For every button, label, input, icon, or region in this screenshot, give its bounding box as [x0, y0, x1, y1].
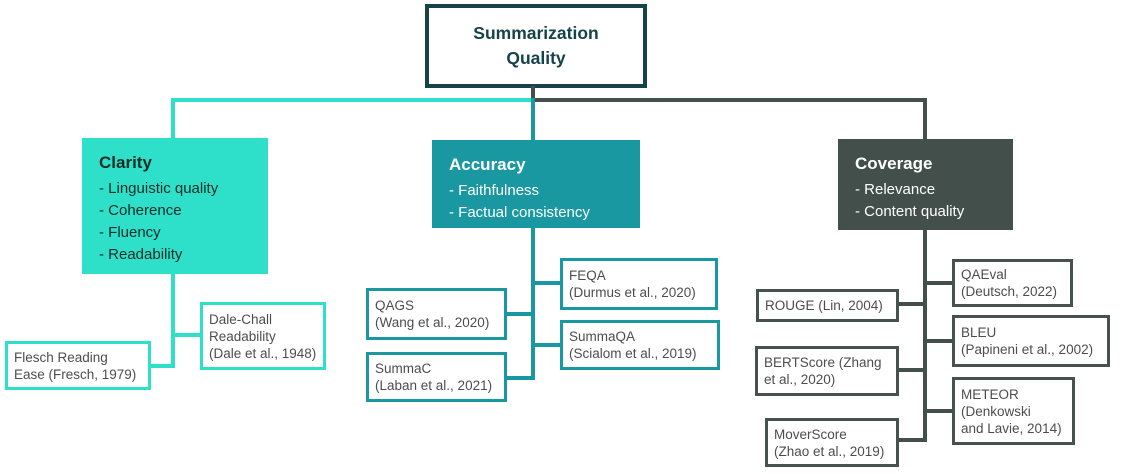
- branch-accuracy-title: Accuracy: [449, 155, 526, 174]
- connector-bertscore: [899, 368, 925, 372]
- connector-coverage-children-trunk: [923, 230, 927, 442]
- branch-coverage-title: Coverage: [855, 154, 933, 173]
- branch-accuracy-bullet: - Faithfulness: [449, 182, 540, 199]
- connector-horizontal-left: [171, 98, 535, 102]
- branch-clarity-bullet: - Linguistic quality: [99, 180, 219, 197]
- connector-summaqa: [531, 343, 562, 347]
- leaf-feqa: FEQA (Durmus et al., 2020): [560, 258, 718, 310]
- connector-feqa: [531, 281, 562, 285]
- connector-summac: [507, 376, 533, 380]
- leaf-summaqa: SummaQA (Scialom et al., 2019): [560, 320, 720, 370]
- leaf-summac: SummaC (Laban et al., 2021): [366, 352, 507, 402]
- leaf-moverscore: MoverScore (Zhao et al., 2019): [765, 418, 899, 467]
- connector-horizontal-right: [531, 98, 927, 102]
- connector-meteor: [923, 409, 954, 413]
- connector-clarity-children-trunk: [171, 274, 175, 368]
- leaf-qags: QAGS (Wang et al., 2020): [366, 288, 507, 340]
- connector-rouge: [899, 302, 925, 306]
- leaf-qaeval: QAEval (Deutsch, 2022): [952, 259, 1073, 307]
- connector-accuracy-children-trunk: [531, 228, 535, 380]
- connector-coverage-drop: [923, 98, 927, 141]
- connector-clarity-drop: [171, 98, 175, 140]
- connector-qags: [507, 312, 533, 316]
- leaf-dale-chall-readability: Dale-Chall Readability (Dale et al., 194…: [200, 302, 326, 370]
- leaf-bleu: BLEU (Papineni et al., 2002): [952, 315, 1110, 367]
- branch-coverage-box: Coverage - Relevance - Content quality: [838, 139, 1013, 230]
- connector-qaeval: [923, 281, 954, 285]
- branch-clarity-title: Clarity: [99, 153, 152, 172]
- connector-accuracy-drop: [531, 98, 535, 142]
- leaf-meteor: METEOR (Denkowski and Lavie, 2014): [952, 377, 1075, 445]
- branch-clarity-bullet: - Fluency: [99, 224, 161, 241]
- branch-clarity-bullet: - Coherence: [99, 202, 182, 219]
- root-node-summarization-quality: Summarization Quality: [425, 4, 647, 88]
- branch-coverage-bullet: - Relevance: [855, 181, 936, 198]
- branch-clarity-bullet: - Readability: [99, 246, 183, 263]
- connector-bleu: [923, 339, 954, 343]
- branch-accuracy-box: Accuracy - Faithfulness - Factual consis…: [432, 140, 640, 228]
- leaf-flesch-reading-ease: Flesch Reading Ease (Fresch, 1979): [5, 341, 151, 390]
- branch-coverage-bullet: - Content quality: [855, 203, 965, 220]
- connector-dale-chall: [173, 333, 202, 337]
- leaf-rouge: ROUGE (Lin, 2004): [756, 289, 899, 322]
- branch-accuracy-bullet: - Factual consistency: [449, 204, 590, 221]
- leaf-bertscore: BERTScore (Zhang et al., 2020): [755, 346, 899, 396]
- connector-root-stub: [531, 86, 535, 100]
- connector-flesch: [149, 364, 175, 368]
- connector-moverscore: [899, 438, 925, 442]
- branch-clarity-box: Clarity - Linguistic quality - Coherence…: [82, 138, 268, 274]
